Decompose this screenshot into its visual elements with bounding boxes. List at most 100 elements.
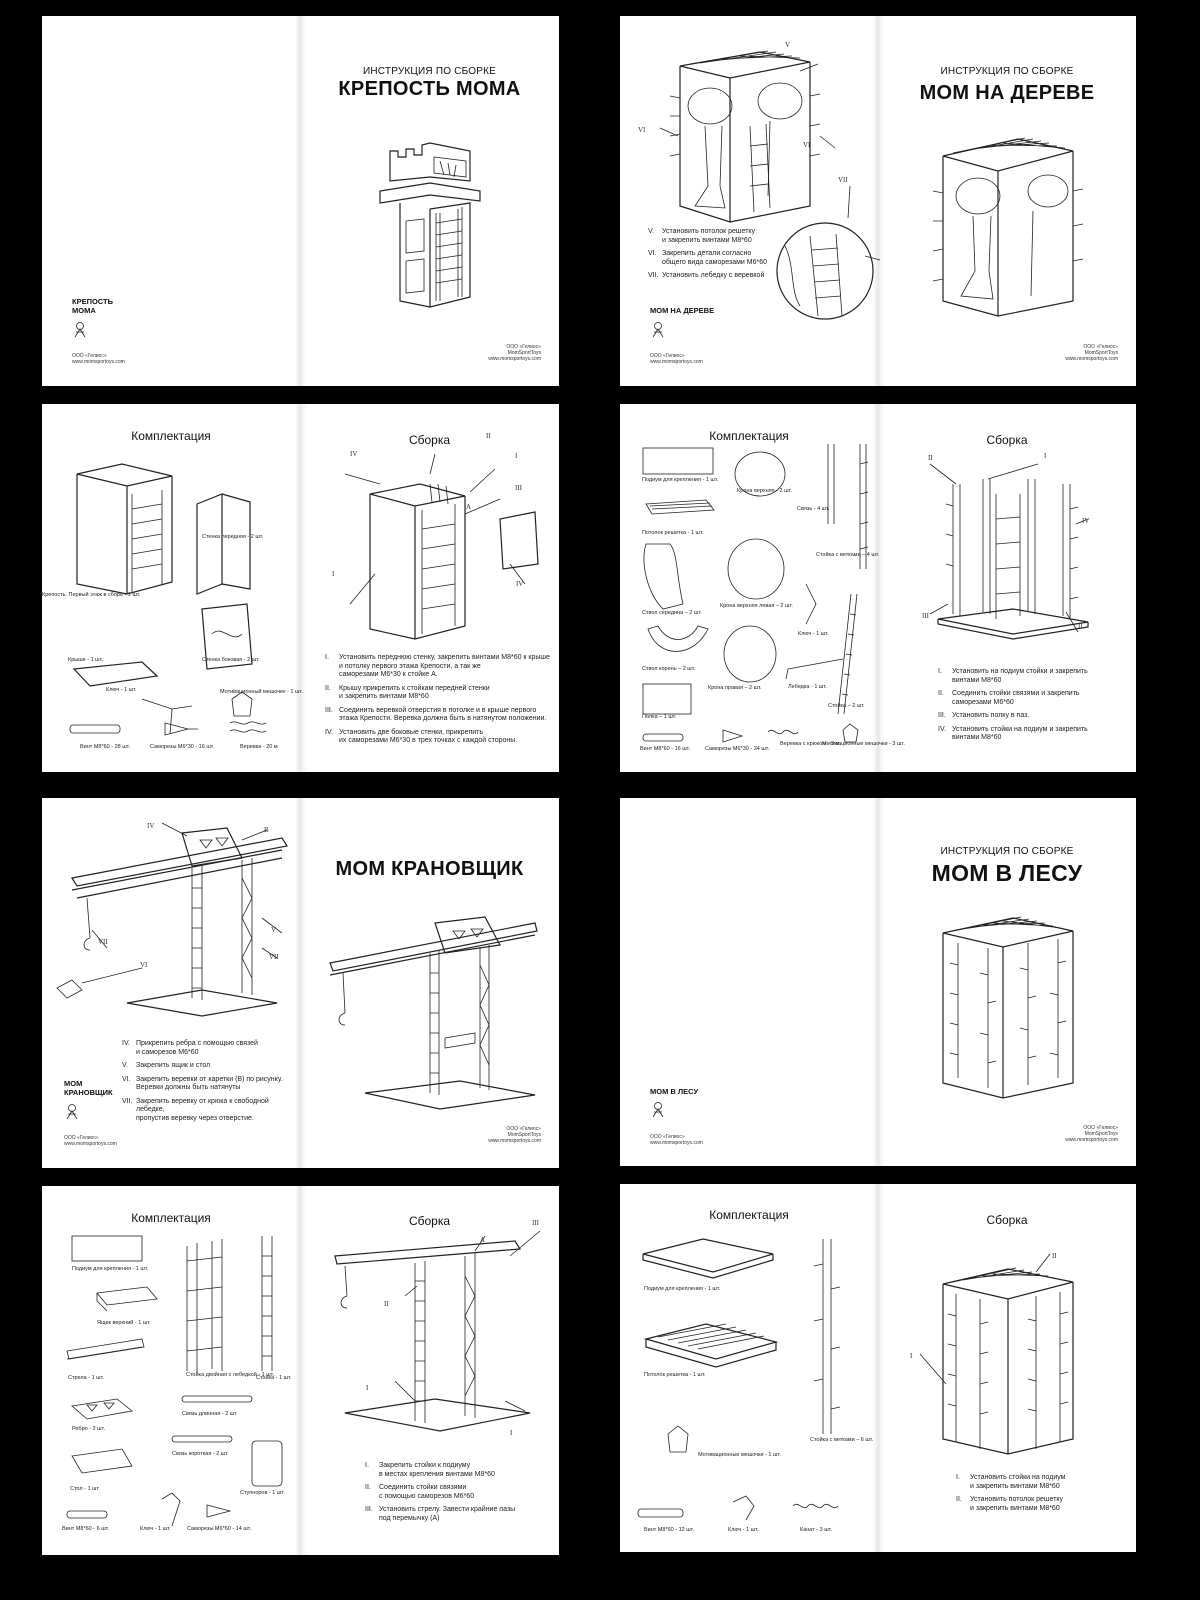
- assembly-steps: I.Закрепить стойки к подиуму в местах кр…: [365, 1462, 550, 1528]
- callout: I: [366, 1384, 369, 1392]
- callout: I: [515, 452, 518, 460]
- step: IV.Установить стойки на подиум и закрепи…: [938, 725, 1088, 742]
- treehouse-illustration: [932, 137, 1084, 317]
- step: III.Установить стрелу. Завести крайние п…: [365, 1506, 516, 1522]
- forest-assembly-illustration: [919, 1253, 1074, 1455]
- kicker-text: ИНСТРУКЦИЯ ПО СБОРКЕ: [940, 846, 1074, 857]
- page-right: ИНСТРУКЦИЯ ПО СБОРКЕ МОМ В ЛЕСУ ООО «Гел…: [878, 798, 1136, 1166]
- spread-forest-parts: Комплектация Подиум для крепления - 1 шт…: [620, 1184, 1136, 1552]
- spread-treehouse-cover: V VI VI VII V.Установить потолок решетку…: [620, 16, 1136, 386]
- page-fold: [295, 404, 307, 772]
- part-label: Винт М8*60 - 6 шт.: [62, 1526, 110, 1532]
- company-info: ООО «Гелиос» www.momsportoys.com: [64, 1135, 117, 1147]
- fortress-parts-illustration: [72, 463, 253, 735]
- callout: II: [928, 454, 933, 462]
- page-left: Комплектация Подиум для крепления - 1 шт…: [620, 1184, 878, 1552]
- page-left: КРЕПОСТЬ МОМА ООО «Гелиос» www.momsporto…: [42, 16, 300, 386]
- part-label: Связь - 4 шт.: [797, 506, 830, 512]
- hardware-illustration: [69, 721, 267, 736]
- crane-assembly-illustration: [334, 1230, 541, 1432]
- part-label: Подиум для крепления - 1 шт.: [642, 477, 719, 483]
- page-left: Комплектация Крепость. Первый этаж в сбо…: [42, 404, 303, 772]
- part-label: Подиум для крепления - 1 шт.: [644, 1286, 721, 1292]
- callout: III: [922, 612, 929, 620]
- page-fold: [873, 16, 885, 386]
- callout-vi: VI: [803, 141, 811, 149]
- callout: I: [510, 1429, 513, 1437]
- company-info: ООО «Гелиос» www.momsportoys.com: [72, 353, 125, 365]
- company-info-right: ООО «Гелиос» MomSportToys www.momsportoy…: [1065, 1125, 1118, 1143]
- page-fold: [295, 798, 307, 1168]
- assembly-steps: IV.Прикрепить ребра с помощью связей и с…: [122, 1040, 298, 1128]
- page-right: ИНСТРУКЦИЯ ПО СБОРКЕ МОМ НА ДЕРЕВЕ ООО «…: [878, 16, 1136, 386]
- step: VI.Закрепить детали согласно общего вида…: [648, 250, 767, 266]
- assembly-steps: V.Установить потолок решетку и закрепить…: [648, 228, 788, 286]
- part-label: Винт М8*60 - 28 шт.: [80, 744, 131, 750]
- callout-v: V: [785, 41, 791, 49]
- spread-fortress-parts: Комплектация Крепость. Первый этаж в сбо…: [42, 404, 559, 772]
- parts-title: Комплектация: [131, 429, 211, 443]
- step: III.Установить полку в паз.: [938, 712, 1030, 719]
- page-right: Сборка IV II I III A I IV I.Установить п…: [300, 404, 559, 772]
- callout: VII: [269, 953, 279, 961]
- company-info-right: ООО «Гелиос» MomSportToys www.momsportoy…: [1065, 344, 1118, 362]
- brand-name: КРЕПОСТЬ МОМА: [72, 297, 114, 315]
- assembly-steps: I.Установить переднюю стенку, закрепить …: [325, 654, 555, 751]
- page-right: ИНСТРУКЦИЯ ПО СБОРКЕ КРЕПОСТЬ МОМА ООО «…: [300, 16, 559, 386]
- callout: IV: [1082, 517, 1090, 525]
- company-info: ООО «Гелиос» www.momsportoys.com: [650, 1134, 703, 1146]
- callout-vi: VI: [638, 126, 646, 134]
- brand-name: МОМ НА ДЕРЕВЕ: [650, 306, 715, 315]
- cover-title: МОМ НА ДЕРЕВЕ: [919, 82, 1095, 104]
- page-fold: [873, 798, 885, 1166]
- callout: II: [1078, 622, 1083, 630]
- cover-title: МОМ КРАНОВЩИК: [335, 858, 524, 880]
- step: IV.Прикрепить ребра с помощью связей и с…: [122, 1040, 258, 1056]
- brand-name: МОМ КРАНОВЩИК: [64, 1079, 113, 1097]
- step: I.Установить стойки на подиум и закрепит…: [956, 1474, 1066, 1490]
- part-label: Крыше - 1 шт.: [68, 657, 104, 663]
- callout: A: [480, 1236, 486, 1244]
- spread-crane-parts: Комплектация Подиум для крепления - 1 шт…: [42, 1186, 559, 1555]
- page-left: Комплектация Подиум для крепления - 1 шт…: [42, 1186, 300, 1555]
- part-label: Стойка с ветками – 6 шт.: [810, 1437, 874, 1443]
- cover-title: МОМ В ЛЕСУ: [931, 860, 1083, 886]
- callout: VI: [140, 961, 148, 969]
- company-info-right: ООО «Гелиос» MomSportToys www.momsportoy…: [488, 344, 541, 362]
- kicker-text: ИНСТРУКЦИЯ ПО СБОРКЕ: [363, 66, 496, 77]
- part-label: Потолок решетка - 1 шт.: [644, 1372, 706, 1378]
- part-label: Ключ - 1 шт.: [798, 631, 829, 637]
- step: II.Установить потолок решетку и закрепит…: [956, 1496, 1064, 1512]
- assembly-title: Сборка: [986, 433, 1028, 447]
- part-label: Стрела - 1 шт.: [68, 1375, 105, 1381]
- callout: I: [1044, 452, 1047, 460]
- forest-parts-illustration: [637, 1238, 841, 1521]
- assembly-title: Сборка: [408, 433, 451, 447]
- company-info: ООО «Гелиос» www.momsportoys.com: [650, 353, 703, 365]
- assembly-steps: I.Установить на подиум стойки и закрепит…: [938, 668, 1128, 748]
- assembly-steps: I.Установить стойки на подиум и закрепит…: [956, 1474, 1131, 1518]
- page-left: IV B VII V VII VI IV.Прикрепить ребра с …: [42, 798, 300, 1168]
- fortress-assembly-illustration: [344, 453, 539, 640]
- step: II.Соединить стойки связями и закрепить …: [938, 690, 1080, 706]
- part-label: Канат - 3 шт.: [800, 1527, 833, 1533]
- page-right: Сборка III A II I I I.Закрепить стойки к…: [300, 1186, 559, 1555]
- mom-logo-icon: [66, 1104, 78, 1120]
- part-label: Связь короткая - 2 шт.: [172, 1451, 229, 1457]
- cover-title: КРЕПОСТЬ МОМА: [338, 78, 521, 100]
- callout: VII: [98, 938, 108, 946]
- part-label: Веревка - 20 м: [240, 744, 278, 750]
- forest-illustration: [942, 916, 1074, 1099]
- part-label: Подиум для крепления - 1 шт.: [72, 1266, 149, 1272]
- part-label: Ствол середина – 2 шт.: [642, 610, 702, 616]
- part-label: Стойка - 1 шт.: [256, 1375, 292, 1381]
- page-right: Сборка II I I.Установить стойки на подиу…: [878, 1184, 1136, 1552]
- callout: I: [910, 1352, 913, 1360]
- step: V.Закрепить ящик и стол: [122, 1062, 211, 1069]
- page-left: Комплектация Подиум для крепления - 1 шт…: [620, 404, 905, 772]
- spread-forest-cover: МОМ В ЛЕСУ ООО «Гелиос» www.momsportoys.…: [620, 798, 1136, 1166]
- kicker-text: ИНСТРУКЦИЯ ПО СБОРКЕ: [940, 66, 1074, 77]
- step: VII.Закрепить веревку от крюка к свободн…: [122, 1097, 269, 1122]
- mom-logo-icon: [74, 322, 86, 338]
- part-label: Полка – 1 шт.: [642, 714, 677, 720]
